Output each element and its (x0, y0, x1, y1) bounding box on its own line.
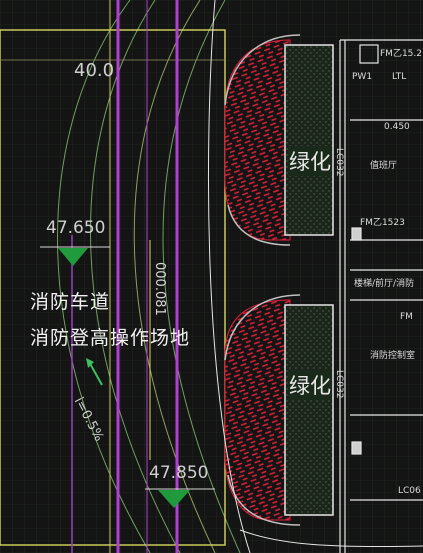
greenery-label-bottom: 绿化 (288, 370, 332, 400)
room-label-fire-control: 消防控制室 (370, 351, 416, 361)
elevation-marker-a (58, 248, 88, 266)
greenery-label-top: 绿化 (288, 146, 332, 176)
level-label: 0.450 (384, 122, 410, 132)
top-elevation-label: 40.0 (74, 60, 115, 81)
planter-bottom (224, 294, 334, 526)
lc-label-top: LC032 (334, 148, 344, 177)
door-label-top: FM乙15.2 (380, 49, 422, 59)
road-edge-right (207, 0, 251, 553)
fire-road-label: 消防车道 (30, 291, 111, 313)
room-label-pw: PW1 (352, 72, 373, 82)
fire-platform-label: 消防登高操作场地 (30, 327, 191, 349)
building-axes (116, 0, 179, 553)
building-outline (339, 39, 423, 553)
elevation-label-b: 47.850 (149, 463, 209, 483)
room-label-ltl: LTL (392, 72, 407, 82)
dimension-label-vertical: 000.081 (152, 262, 167, 316)
fire-platform-outline (0, 29, 226, 546)
elevation-marker-b (158, 490, 190, 508)
slope-arrow-head (86, 358, 94, 368)
lc-label-bottom: LC032 (334, 370, 344, 399)
door-label-low: FM (400, 312, 413, 322)
elevation-label-a: 47.650 (46, 218, 106, 238)
room-label-guard: 值班厅 (370, 161, 398, 171)
lc-label-bottom-right: LC06 (398, 486, 421, 496)
door-label-mid: FM乙1523 (360, 218, 405, 228)
room-label-lobby: 楼梯/前厅/消防 (354, 279, 415, 289)
planter-top (224, 34, 334, 246)
road-edge-bottom (239, 529, 423, 548)
